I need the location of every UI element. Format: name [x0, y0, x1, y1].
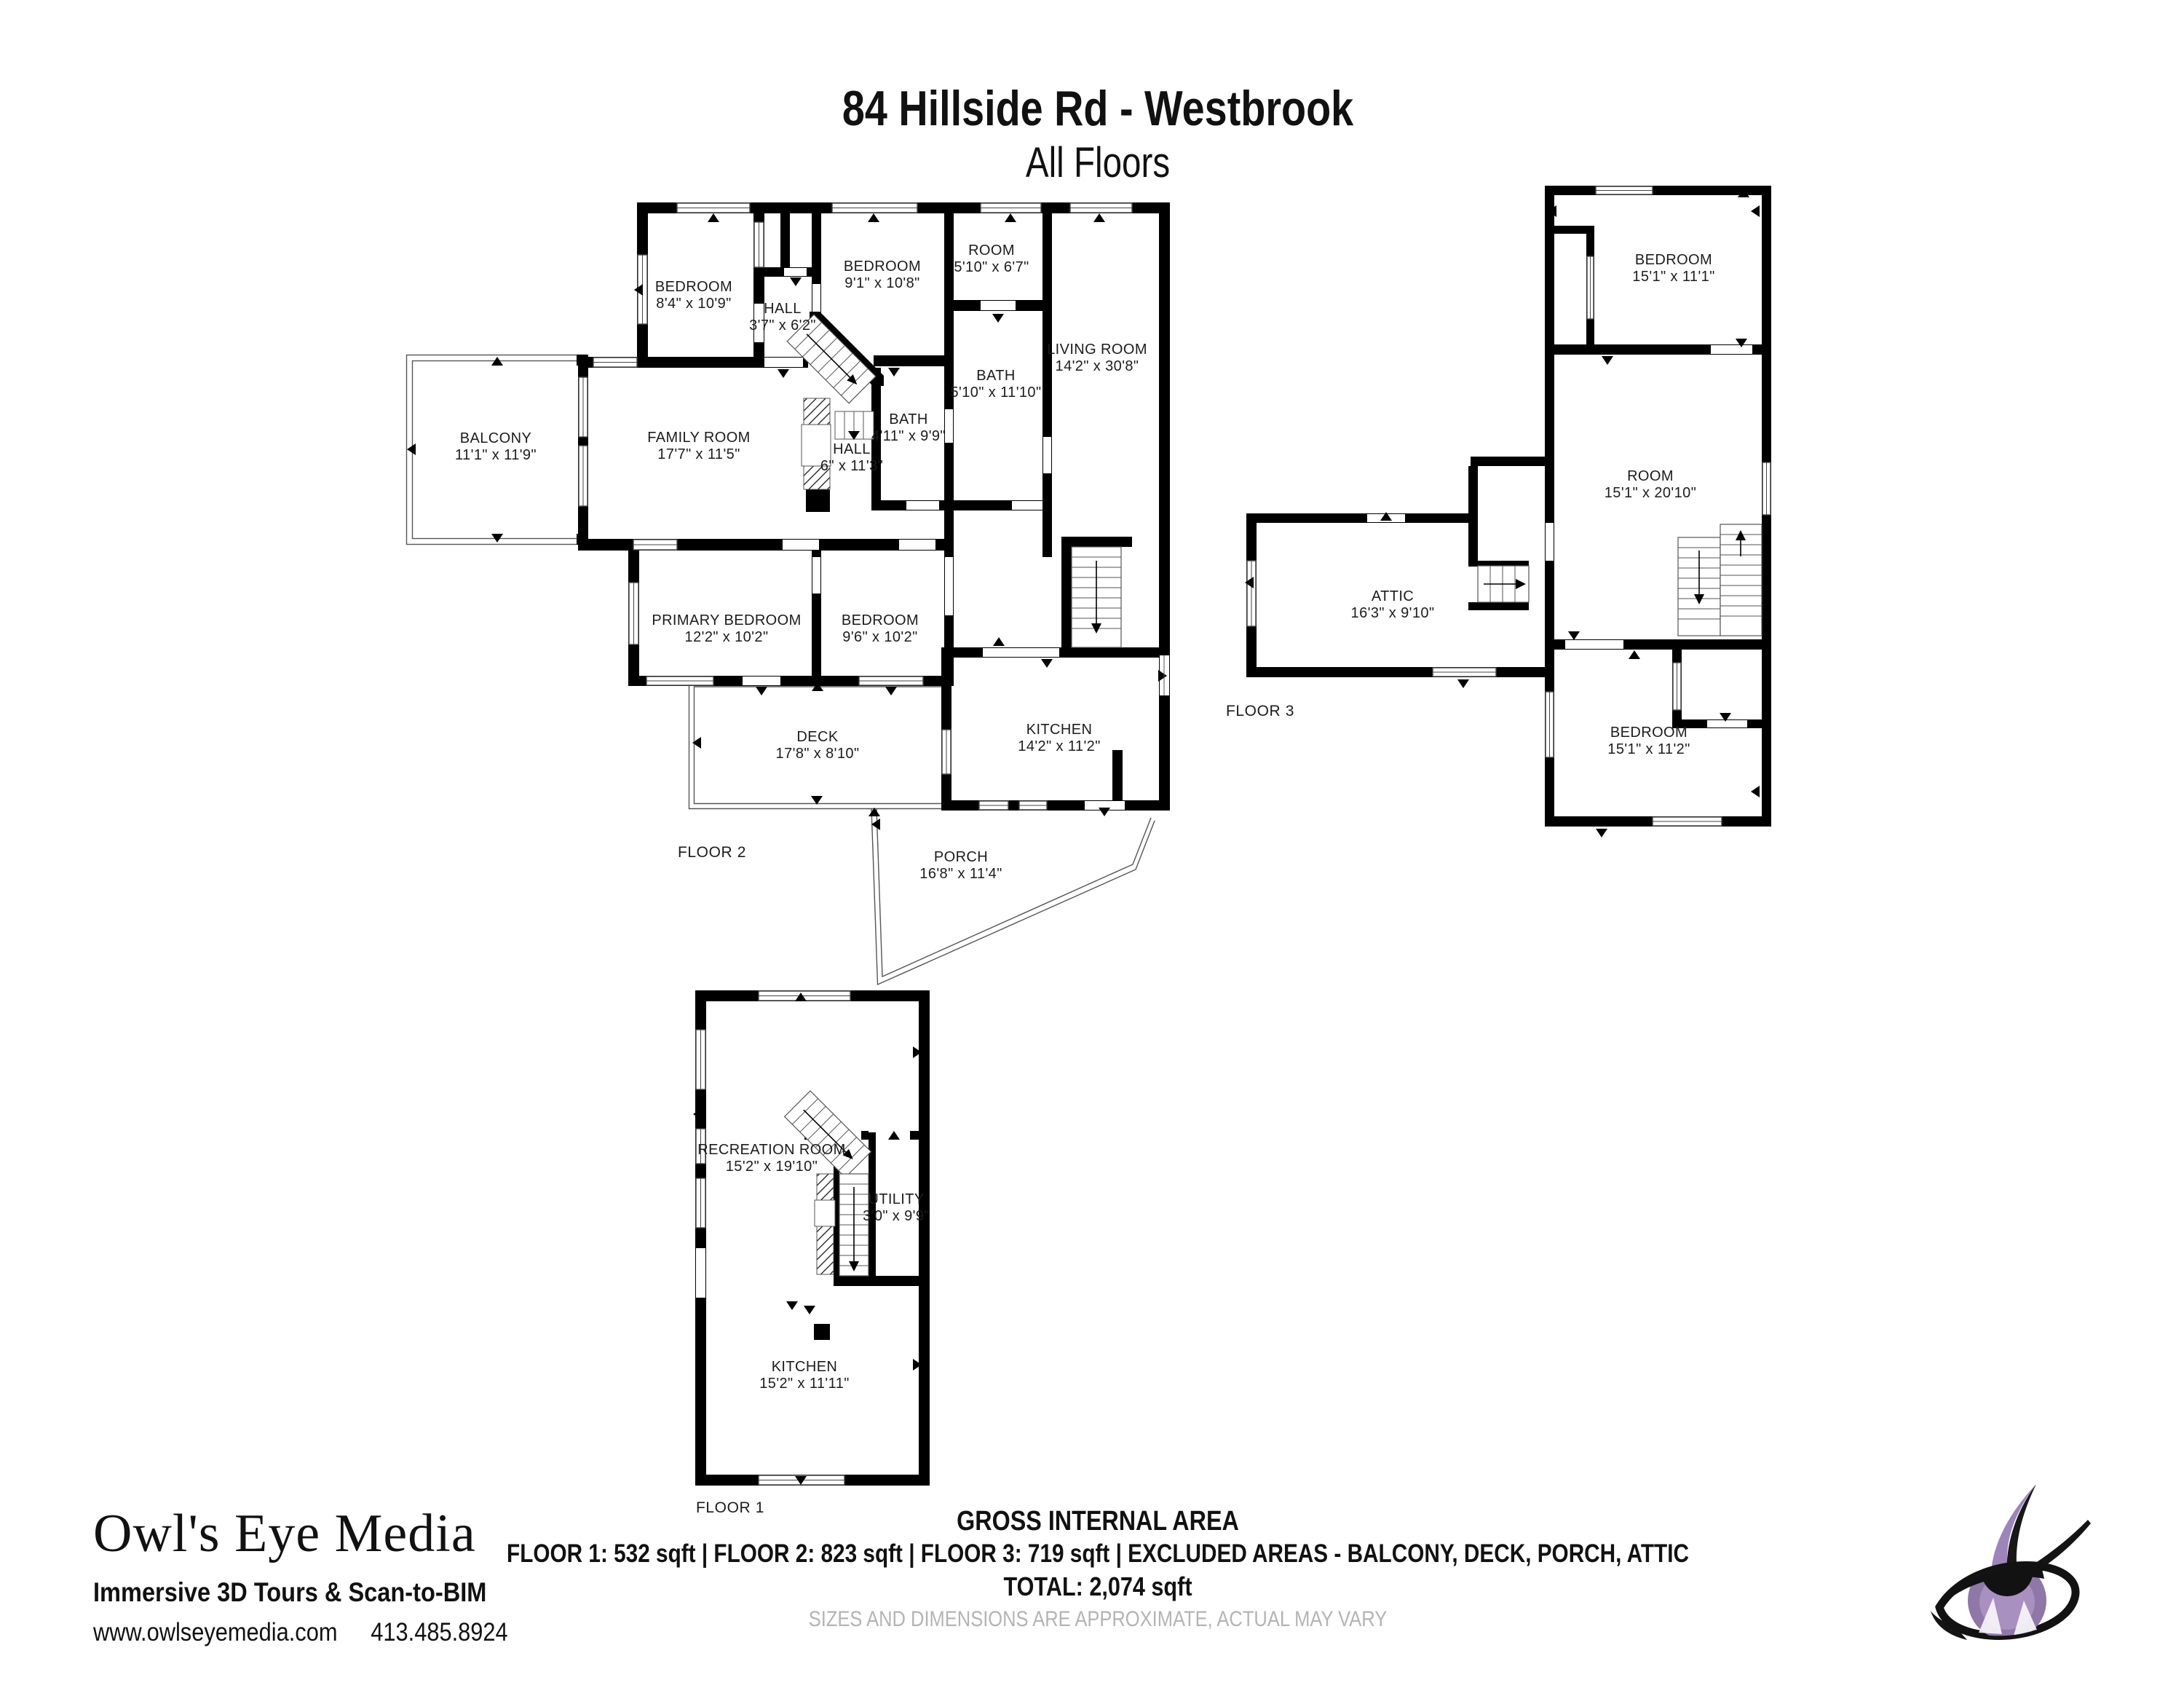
- room-dimensions: 17'8" x 8'10": [775, 746, 860, 762]
- logo-brow-edge: [2006, 1484, 2036, 1583]
- floor1-stairs-diagonal: [783, 1090, 872, 1178]
- room-dimensions: 14'2" x 30'8": [1055, 358, 1139, 374]
- room-dimensions: 14'2" x 11'2": [1018, 738, 1101, 754]
- room-dimensions: 3'7" x 6'2": [749, 318, 816, 334]
- floor3-tag: FLOOR 3: [1225, 703, 1295, 719]
- floor2-stairs-lower: [801, 398, 874, 490]
- company-phone: 413.485.8924: [371, 1618, 508, 1646]
- room-dimensions: 15'2" x 11'11": [759, 1376, 850, 1392]
- room-name: BALCONY: [459, 430, 532, 446]
- room-dimensions: 15'1" x 11'2": [1607, 741, 1690, 757]
- room-name: ROOM: [968, 242, 1015, 259]
- company-contact: www.owlseyemedia.com 413.485.8924: [93, 1618, 564, 1647]
- page-title: 84 Hillside Rd - Westbrook: [842, 81, 1354, 136]
- porch-outline: [871, 808, 1155, 986]
- room-name: BATH: [976, 368, 1016, 384]
- page-subtitle: All Floors: [1025, 139, 1171, 186]
- room-dimensions: 5'10" x 11'10": [950, 384, 1042, 401]
- floor2-stairs-livingroom: [1071, 546, 1165, 695]
- floor3-stairs-main: [1677, 524, 1762, 636]
- company-name: Owl's Eye Media: [93, 1504, 476, 1563]
- room-dimensions: 6" x 11'3": [820, 458, 884, 474]
- room-dimensions: 3'0" x 9'9": [863, 1208, 930, 1224]
- disclaimer-line: SIZES AND DIMENSIONS ARE APPROXIMATE, AC…: [808, 1607, 1388, 1631]
- room-name: HALL: [833, 441, 871, 457]
- room-name: BEDROOM: [1610, 725, 1688, 741]
- room-name: DECK: [796, 729, 839, 745]
- room-dimensions: 16'8" x 11'4": [919, 866, 1002, 882]
- logo-iris: [1939, 1565, 2046, 1636]
- floor1-stairs-lower: [814, 1173, 869, 1277]
- room-name: BEDROOM: [654, 279, 733, 295]
- room-name: BEDROOM: [841, 612, 919, 628]
- room-name: HALL: [764, 301, 802, 317]
- room-dimensions: 12'2" x 10'2": [684, 629, 769, 645]
- company-tagline: Immersive 3D Tours & Scan-to-BIM: [93, 1577, 487, 1607]
- room-name: ROOM: [1627, 468, 1674, 484]
- room-dimensions: 16'3" x 9'10": [1350, 605, 1435, 621]
- floor1-plan: [693, 990, 930, 1486]
- room-dimensions: 11'1" x 11'9": [455, 447, 537, 463]
- room-dimensions: 9'6" x 10'2": [842, 629, 918, 645]
- room-name: RECREATION ROOM: [697, 1142, 846, 1158]
- room-dimensions: 9'1" x 10'8": [844, 275, 920, 291]
- room-dimensions: 4'11" x 9'9": [871, 428, 946, 444]
- floor2-stairs-diagonal: [786, 314, 877, 404]
- room-dimensions: 15'2" x 19'10": [725, 1159, 818, 1175]
- floor2-plan: [405, 202, 1170, 986]
- room-name: KITCHEN: [1026, 722, 1093, 738]
- total-area-line: TOTAL: 2,074 sqft: [1003, 1571, 1192, 1601]
- company-website: www.owlseyemedia.com: [93, 1618, 338, 1646]
- floor1-tag: FLOOR 1: [695, 1499, 765, 1516]
- floor3-plan: [1245, 186, 1771, 837]
- owl-eye-logo: [1931, 1484, 2091, 1640]
- room-dimensions: 15'1" x 11'1": [1632, 269, 1715, 285]
- room-dimensions: 17'7" x 11'5": [657, 446, 740, 462]
- room-name: BEDROOM: [843, 259, 922, 275]
- room-dimensions: 5'10" x 6'7": [954, 259, 1029, 275]
- room-name: ATTIC: [1371, 588, 1415, 604]
- floor3-stairs-attic: [1477, 565, 1530, 603]
- room-name: PORCH: [933, 849, 989, 865]
- room-name: PRIMARY BEDROOM: [652, 612, 802, 628]
- room-name: UTILITY: [868, 1191, 925, 1207]
- gross-area-heading: GROSS INTERNAL AREA: [957, 1506, 1239, 1537]
- room-name: KITCHEN: [771, 1359, 838, 1375]
- room-name: BATH: [889, 411, 928, 427]
- room-name: FAMILY ROOM: [647, 430, 751, 446]
- room-dimensions: 15'1" x 20'10": [1604, 485, 1697, 501]
- floor-areas-line: FLOOR 1: 532 sqft | FLOOR 2: 823 sqft | …: [507, 1539, 1689, 1568]
- room-dimensions: 8'4" x 10'9": [656, 296, 732, 312]
- floor2-tag: FLOOR 2: [677, 844, 747, 861]
- room-name: LIVING ROOM: [1047, 342, 1147, 358]
- room-name: BEDROOM: [1634, 252, 1713, 268]
